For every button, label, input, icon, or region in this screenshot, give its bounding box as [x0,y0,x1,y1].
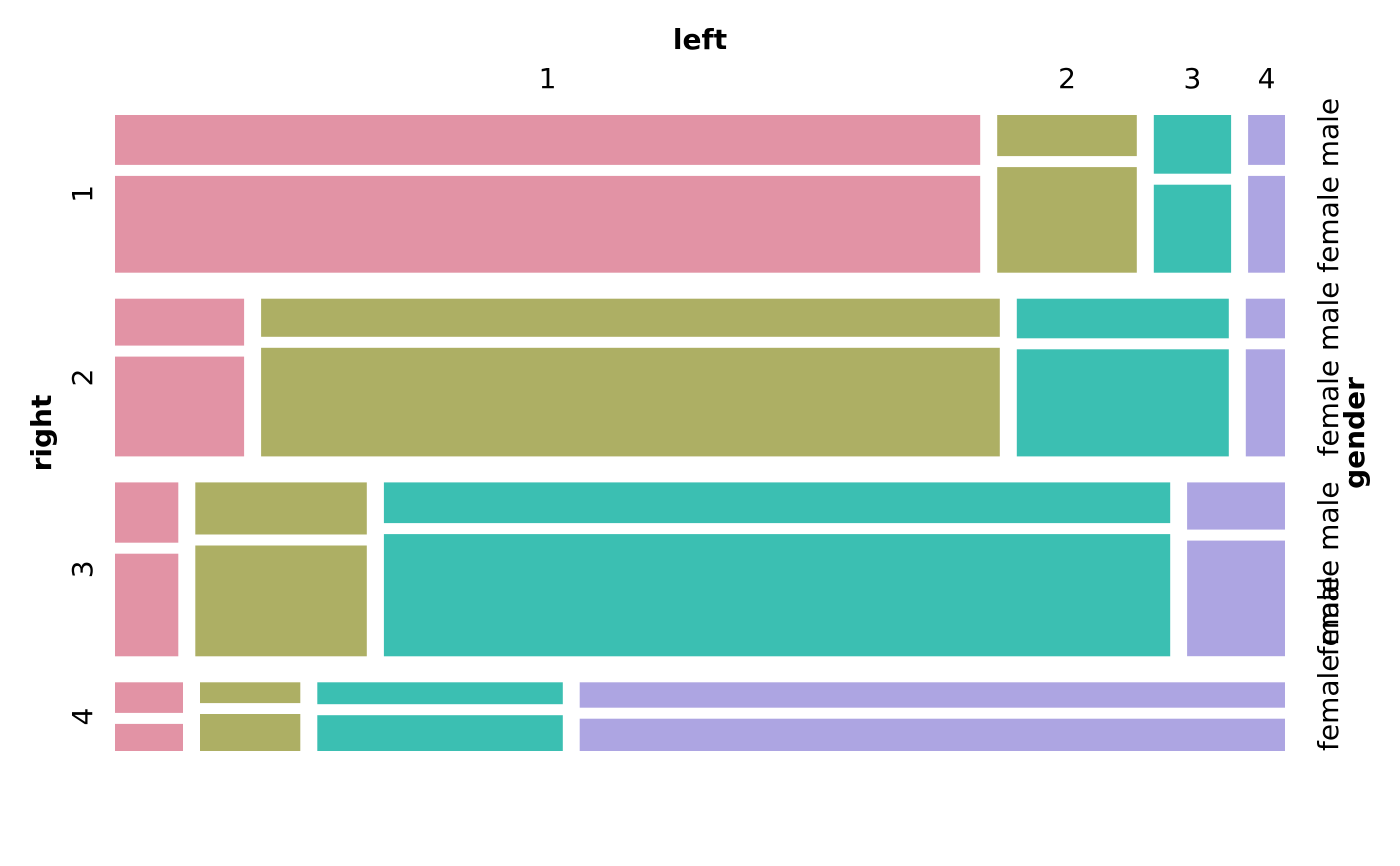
gender-level-label: female male [1312,98,1345,273]
mosaic-cell-right1-left2-male [997,115,1137,157]
mosaic-cell-right1-left3-male [1153,115,1232,174]
mosaic-cell-right3-left3-female [383,534,1171,657]
gender-level-label: female male [1312,282,1345,457]
mosaic-cell-right4-left1-female [115,723,183,751]
mosaic-cells [115,115,1285,751]
mosaic-cell-right1-left1-male [115,115,981,165]
mosaic-cell-right3-left3-male [383,482,1171,524]
mosaic-cell-right2-left3-male [1016,298,1229,339]
y-tick-label: 4 [66,708,99,726]
fill-axis-title: gender [1338,377,1371,489]
mosaic-cell-right4-left2-female [200,714,301,751]
mosaic-cell-right2-left2-male [261,298,1000,337]
mosaic-cell-right2-left4-female [1245,349,1285,457]
x-axis-title: left [673,23,727,56]
mosaic-cell-right4-left4-male [579,682,1285,708]
y-tick-label: 1 [66,185,99,203]
y-tick-label: 3 [66,560,99,578]
mosaic-cell-right1-left4-male [1248,115,1285,165]
mosaic-cell-right1-left3-female [1153,184,1232,273]
mosaic-cell-right1-left2-female [997,167,1137,273]
mosaic-cell-right2-left4-male [1245,298,1285,339]
mosaic-cell-right3-left4-female [1187,540,1285,657]
x-tick-label: 4 [1258,62,1276,95]
gender-level-label: female male [1312,481,1345,656]
mosaic-cell-right2-left1-female [115,356,245,457]
x-tick-label: 1 [539,62,557,95]
mosaic-cell-right4-left3-male [317,682,563,705]
mosaic-cell-right2-left2-female [261,347,1000,457]
x-tick-label: 2 [1058,62,1076,95]
mosaic-labels: 1 female male 2 female male 3 female male 4 fem… [66,62,1345,751]
mosaic-cell-right2-left1-male [115,298,245,346]
mosaic-cell-right3-left2-male [195,482,367,535]
mosaic-cell-right3-left2-female [195,545,367,657]
y-tick-label: 2 [66,369,99,387]
gender-level-label: female male [1312,576,1345,751]
mosaic-cell-right3-left4-male [1187,482,1285,530]
y-axis-title: right [25,395,58,472]
mosaic-cell-right4-left1-male [115,682,183,713]
mosaic-cell-right3-left1-male [115,482,179,543]
mosaic-cell-right4-left4-female [579,718,1285,751]
mosaic-cell-right4-left2-male [200,682,301,704]
mosaic-cell-right3-left1-female [115,553,179,657]
mosaic-cell-right4-left3-female [317,715,563,751]
mosaic-cell-right1-left1-female [115,175,981,273]
mosaic-cell-right2-left3-female [1016,349,1229,457]
x-tick-label: 3 [1183,62,1201,95]
mosaic-cell-right1-left4-female [1248,175,1285,273]
